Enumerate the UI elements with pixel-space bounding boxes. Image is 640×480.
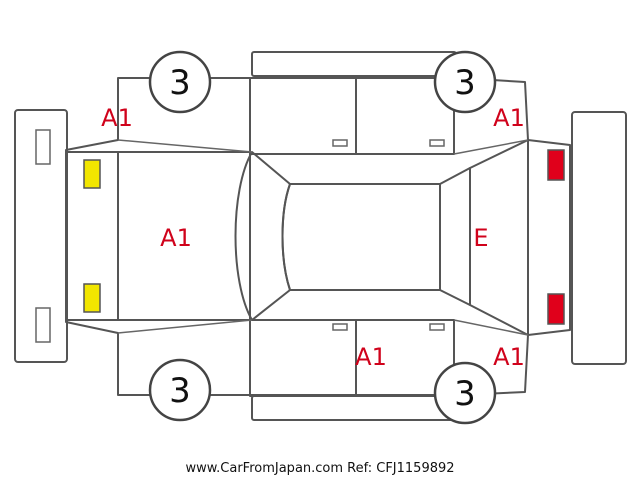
c-pillar-bottom [453,319,529,336]
left-side-skirt [251,51,457,77]
hood-panel [117,151,251,321]
front-headlight-top [83,159,101,189]
rear-taillight-top [547,149,565,181]
damage-code-rear-left-fender: A1 [493,104,525,132]
c-pillar-top [453,139,529,155]
door-handle [429,323,445,331]
front-bumper-notch-bottom [35,307,51,343]
car-body-outline [65,77,571,396]
tire-front-right: 3 [148,358,212,422]
damage-code-rear-window: E [473,224,488,252]
door-handle [332,323,348,331]
right-side-skirt [251,395,457,421]
front-bumper [14,109,68,363]
door-handle [332,139,348,147]
roof-panel [281,183,441,291]
footer-reference: www.CarFromJapan.com Ref: CFJ1159892 [185,461,454,476]
damage-code-right-rear-fender: A1 [493,343,525,371]
front-headlight-bottom [83,283,101,313]
front-bumper-notch-top [35,129,51,165]
tire-front-right-grade: 3 [169,371,191,411]
tire-rear-right: 3 [433,361,497,425]
rear-bumper [571,111,627,365]
rear-window [439,167,471,306]
tire-rear-left-grade: 3 [454,63,476,103]
right-rear-door [355,319,455,397]
left-front-door [249,77,357,155]
tire-rear-right-grade: 3 [454,374,476,414]
left-rear-door [355,77,455,155]
tire-rear-left: 3 [433,50,497,114]
rear-taillight-bottom [547,293,565,325]
tire-front-left-grade: 3 [169,63,191,103]
a-pillar-bottom [117,319,253,334]
right-front-door [249,319,357,397]
damage-code-front-left-fender: A1 [101,104,133,132]
damage-code-hood: A1 [160,224,192,252]
damage-code-right-rear-door: A1 [355,343,387,371]
tire-front-left: 3 [148,50,212,114]
a-pillar-top [117,139,253,153]
door-handle [429,139,445,147]
